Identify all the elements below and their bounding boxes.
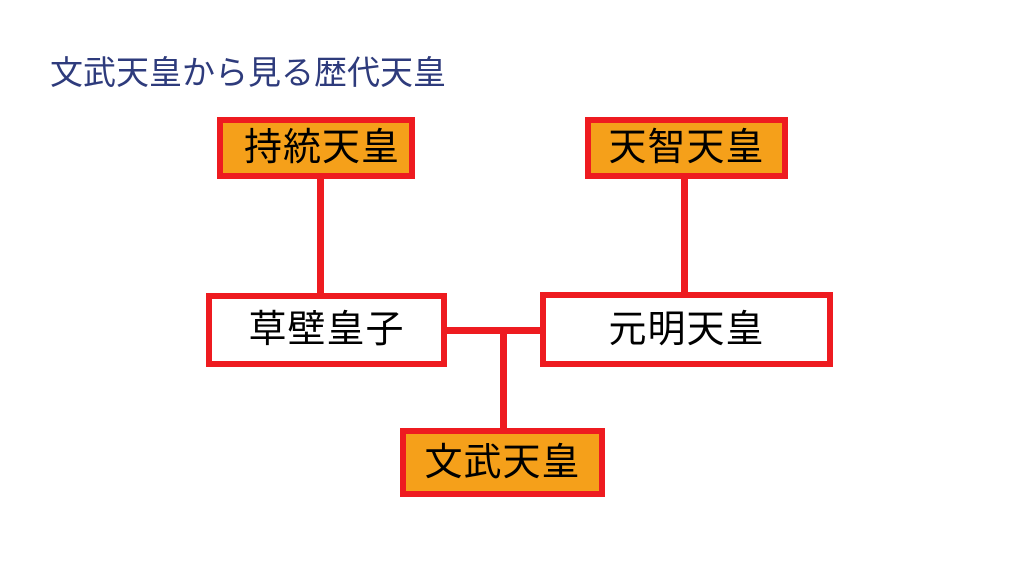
node-tenji-tenno[interactable]: 天智天皇 (585, 117, 788, 179)
edge-marriage-to-monmu (500, 330, 507, 430)
node-label: 草壁皇子 (248, 309, 405, 351)
node-label: 持統天皇 (243, 127, 400, 169)
node-label: 天智天皇 (608, 127, 765, 169)
node-monmu-tenno[interactable]: 文武天皇 (400, 428, 605, 497)
edge-marriage-kusakabe-genmei (444, 327, 543, 334)
edge-tenji-to-genmei (681, 178, 688, 295)
page-title: 文武天皇から見る歴代天皇 (50, 54, 446, 91)
node-jito-tenno[interactable]: 持統天皇 (217, 117, 415, 179)
node-genmei-tenno[interactable]: 元明天皇 (540, 292, 833, 367)
node-label: 元明天皇 (608, 308, 765, 351)
node-kusakabe-no-oji[interactable]: 草壁皇子 (206, 293, 447, 367)
node-label: 文武天皇 (424, 441, 581, 484)
edge-jito-to-kusakabe (317, 178, 324, 296)
